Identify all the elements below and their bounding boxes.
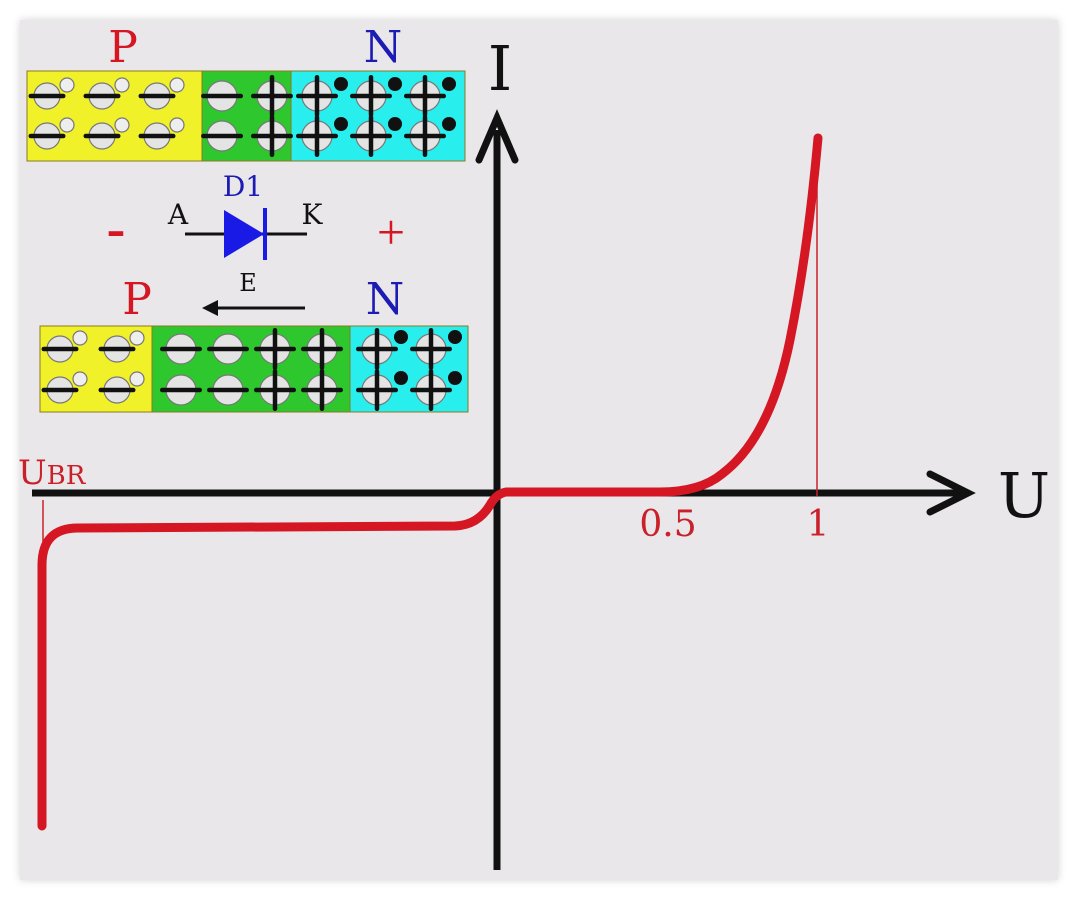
electron-carrier <box>388 77 402 91</box>
donor-ion <box>254 369 296 411</box>
donor-ion <box>350 75 392 117</box>
hole-carrier <box>114 77 130 93</box>
top-junction: P N <box>26 22 466 162</box>
electric-field: E <box>202 269 305 316</box>
donor-ion <box>254 328 296 370</box>
bottom-n-label: N <box>366 274 405 325</box>
acceptor-ion <box>138 82 176 110</box>
hole-carrier <box>129 330 145 346</box>
bottom-junction: P N <box>39 274 469 413</box>
cathode-label: K <box>302 198 324 231</box>
electron-carrier <box>334 77 348 91</box>
electron-carrier <box>442 117 456 131</box>
donor-ion <box>301 328 343 370</box>
electron-carrier <box>394 371 408 385</box>
hole-carrier <box>129 371 145 387</box>
left-polarity-label: - <box>107 198 126 260</box>
top-p-label: P <box>108 22 138 73</box>
donor-ion <box>251 75 293 117</box>
diode-triangle <box>224 210 264 258</box>
diode-name-label: D1 <box>223 170 263 203</box>
donor-ion <box>296 115 338 157</box>
hole-carrier <box>72 330 88 346</box>
field-arrow-head <box>202 300 218 316</box>
acceptor-ion <box>98 335 136 363</box>
breakdown-voltage-label: UBR <box>18 453 87 493</box>
right-polarity-label: + <box>377 204 405 260</box>
acceptor-ion <box>41 376 79 404</box>
acceptor-ion <box>160 374 202 406</box>
electron-carrier <box>448 330 462 344</box>
hole-carrier <box>59 77 75 93</box>
tick-label-1: 1 <box>807 504 830 545</box>
electron-carrier <box>448 371 462 385</box>
top-ion-grid <box>28 75 456 157</box>
tick-label-0-5: 0.5 <box>639 504 696 545</box>
acceptor-ion <box>41 335 79 363</box>
donor-ion <box>404 115 446 157</box>
acceptor-ion <box>83 82 121 110</box>
donor-ion <box>350 115 392 157</box>
donor-ion <box>404 75 446 117</box>
y-axis-label: I <box>488 32 513 105</box>
donor-ion <box>296 75 338 117</box>
hole-carrier <box>114 117 130 133</box>
anode-label: A <box>167 198 189 231</box>
x-axis-label: U <box>998 459 1050 532</box>
breakdown-label-sub: BR <box>47 461 87 491</box>
acceptor-ion <box>207 333 249 365</box>
iv-curve <box>37 133 823 831</box>
donor-ion <box>251 115 293 157</box>
acceptor-ion <box>28 122 66 150</box>
diode-symbol: D1 A K - + <box>107 170 405 260</box>
acceptor-ion <box>201 80 243 112</box>
hole-carrier <box>169 117 185 133</box>
top-n-label: N <box>364 22 403 73</box>
hole-carrier <box>59 117 75 133</box>
acceptor-ion <box>138 122 176 150</box>
bottom-ion-grid <box>41 328 462 411</box>
field-label: E <box>239 269 257 297</box>
acceptor-ion <box>83 122 121 150</box>
acceptor-ion <box>201 120 243 152</box>
bottom-p-label: P <box>122 274 152 325</box>
donor-ion <box>356 328 398 370</box>
donor-ion <box>410 328 452 370</box>
acceptor-ion <box>98 376 136 404</box>
acceptor-ion <box>207 374 249 406</box>
breakdown-label-main: U <box>18 453 47 493</box>
donor-ion <box>356 369 398 411</box>
electron-carrier <box>442 77 456 91</box>
acceptor-ion <box>28 82 66 110</box>
donor-ion <box>410 369 452 411</box>
donor-ion <box>301 369 343 411</box>
electron-carrier <box>388 117 402 131</box>
hole-carrier <box>72 371 88 387</box>
hole-carrier <box>169 77 185 93</box>
electron-carrier <box>334 117 348 131</box>
electron-carrier <box>394 330 408 344</box>
acceptor-ion <box>160 333 202 365</box>
diagram-frame <box>20 20 1058 880</box>
